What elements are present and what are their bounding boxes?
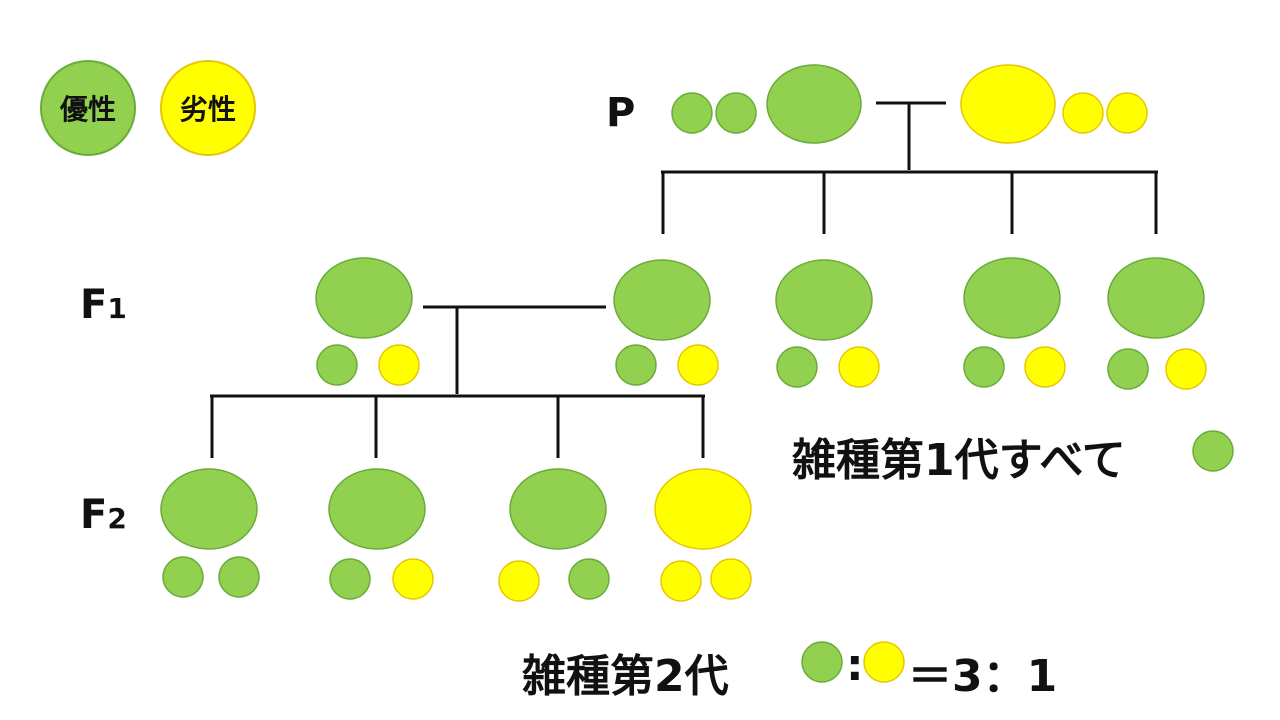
f2-4-body — [654, 468, 752, 550]
f2-ratio-text: ＝3：1 — [908, 651, 1058, 702]
f2-ratio-recessive-dot — [863, 641, 905, 683]
f2-2-body — [328, 468, 426, 550]
f1-caption-dominant-dot — [1192, 430, 1234, 472]
f2-1-allele-1 — [162, 556, 204, 598]
f1-1-body — [315, 257, 413, 339]
f1-3-body — [775, 259, 873, 341]
f1-5-allele-1 — [1107, 348, 1149, 390]
f2-3-allele-1 — [498, 560, 540, 602]
f2-1-allele-2 — [218, 556, 260, 598]
f2-4-allele-1 — [660, 560, 702, 602]
f2-caption: 雑種第2代 — [522, 651, 729, 702]
f1-3-allele-2 — [838, 346, 880, 388]
parent-2-body — [960, 64, 1056, 144]
f2-3-body — [509, 468, 607, 550]
f1-4-body — [963, 257, 1061, 339]
f2-4-allele-2 — [710, 558, 752, 600]
f2-2-allele-2 — [392, 558, 434, 600]
f2-ratio-dominant-dot — [801, 641, 843, 683]
f1-4-allele-2 — [1024, 346, 1066, 388]
parent-1-allele-1 — [671, 92, 713, 134]
legend-dominant-circle: 優性 — [40, 60, 136, 156]
generation-label-f2: F2 — [80, 492, 127, 538]
f1-5-allele-2 — [1165, 348, 1207, 390]
f1-5-body — [1107, 257, 1205, 339]
parent-1-body — [766, 64, 862, 144]
legend-dominant-label: 優性 — [59, 93, 116, 126]
parent-2-allele-1 — [1062, 92, 1104, 134]
f2-2-allele-1 — [329, 558, 371, 600]
f2-3-allele-2 — [568, 558, 610, 600]
f1-2-allele-2 — [677, 344, 719, 386]
f1-2-body — [613, 259, 711, 341]
parent-1-allele-2 — [715, 92, 757, 134]
f2-1-body — [160, 468, 258, 550]
parent-2-allele-2 — [1106, 92, 1148, 134]
legend-recessive-label: 劣性 — [179, 93, 236, 126]
f1-1-allele-1 — [316, 344, 358, 386]
generation-label-f1: F1 — [80, 282, 127, 328]
f2-ratio-colon: : — [846, 640, 864, 691]
legend-recessive-circle: 劣性 — [160, 60, 256, 156]
f1-4-allele-1 — [963, 346, 1005, 388]
f1-caption: 雑種第1代すべて — [792, 435, 1126, 486]
f1-3-allele-1 — [776, 346, 818, 388]
f1-1-allele-2 — [378, 344, 420, 386]
f1-2-allele-1 — [615, 344, 657, 386]
connector-lines — [210, 101, 1158, 458]
generation-label-p: P — [606, 90, 636, 136]
